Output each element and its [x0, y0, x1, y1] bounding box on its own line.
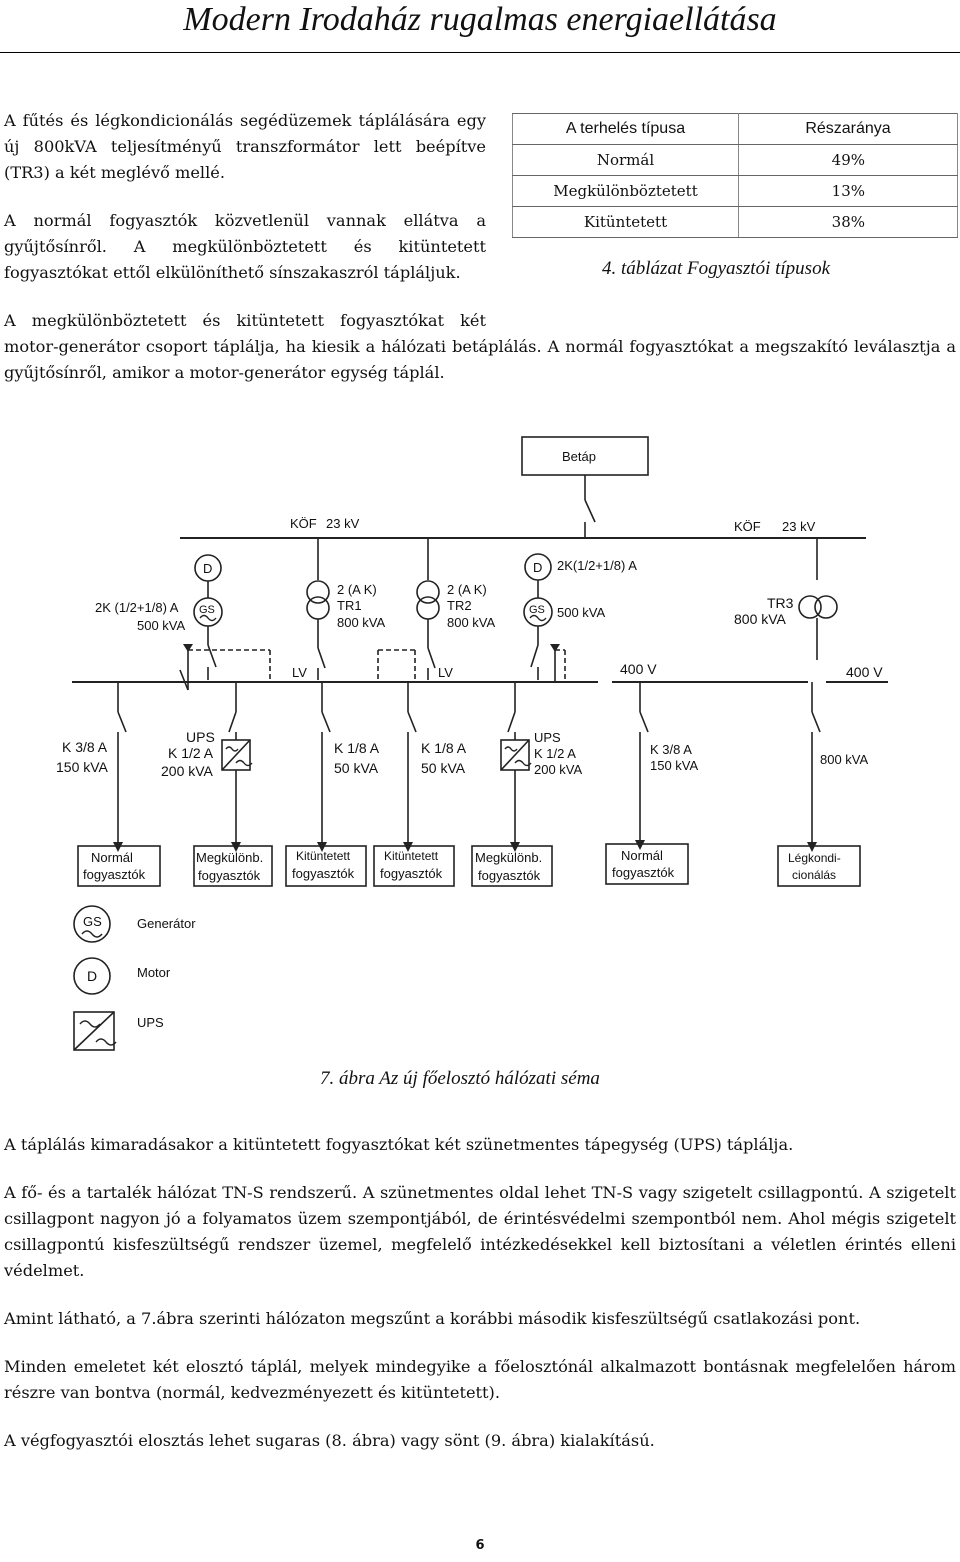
table-row: Normál 49% — [512, 144, 958, 176]
table-caption: 4. táblázat Fogyasztói típusok — [602, 258, 830, 279]
kv-right-label: 23 kV — [782, 519, 816, 534]
table-row: Megkülönböztetett 13% — [512, 175, 958, 207]
ups-symbol-2 — [500, 739, 530, 771]
consumer-4-line2: fogyasztók — [380, 866, 443, 881]
consumer-5-line2: fogyasztók — [478, 868, 541, 883]
consumer-3-line1: Kitüntetett — [296, 849, 351, 863]
consumer-3-line2: fogyasztók — [292, 866, 355, 881]
gen-left-line2: 500 kVA — [137, 618, 186, 633]
lv-label-1: LV — [292, 665, 307, 680]
feeder-4-line2: 50 kVA — [421, 760, 466, 776]
gs-right-label: GS — [529, 604, 545, 616]
feeder-6-line1: K 3/8 A — [650, 742, 692, 757]
figure-caption: 7. ábra Az új főelosztó hálózati séma — [320, 1068, 600, 1089]
gen-left-line1: 2K (1/2+1/8) A — [95, 600, 179, 615]
voltage-label-1: 400 V — [620, 661, 657, 677]
table-header-row: A terhelés típusa Részaránya — [512, 113, 958, 145]
paragraph-3-line-1: A megkülönböztetett és kitüntetett fogya… — [4, 311, 486, 330]
consumer-box-ac — [777, 845, 861, 887]
table-cell: Normál — [512, 144, 739, 176]
feeder-3-line2: 50 kVA — [334, 760, 379, 776]
voltage-label-2: 400 V — [846, 664, 883, 680]
legend-gs-symbol-text: GS — [83, 914, 102, 929]
consumer-box-priority-2 — [373, 845, 455, 887]
table-cell: 49% — [738, 144, 958, 176]
kof-left-label: KÖF — [290, 516, 317, 531]
tr1-line3: 800 kVA — [337, 615, 386, 630]
feeder-1-line2: 150 kVA — [56, 759, 109, 775]
consumer-6-line2: fogyasztók — [612, 865, 675, 880]
consumer-6-line1: Normál — [621, 848, 663, 863]
consumer-box-priority-1 — [285, 845, 367, 887]
consumer-5-line1: Megkülönb. — [475, 850, 542, 865]
feeder-6-line2: 150 kVA — [650, 758, 699, 773]
legend-motor-label: Motor — [137, 965, 171, 980]
paragraph-6: Amint látható, a 7.ábra szerinti hálózat… — [4, 1309, 861, 1328]
feeder-4-line1: K 1/8 A — [421, 740, 467, 756]
tr2-line1: 2 (A K) — [447, 582, 487, 597]
feeder-5-line3: 200 kVA — [534, 762, 583, 777]
feeder-5-line1: UPS — [534, 730, 561, 745]
feeder-2-line3: 200 kVA — [161, 763, 214, 779]
legend-d-symbol-text: D — [87, 968, 97, 984]
network-diagram: Betáp KÖF 23 kV KÖF 23 kV D GS D GS 2K (… — [56, 436, 888, 1051]
title-rule — [0, 52, 960, 53]
consumer-2-line2: fogyasztók — [198, 868, 261, 883]
table-row: Kitüntetett 38% — [512, 206, 958, 238]
consumer-2-line1: Megkülönb. — [196, 850, 263, 865]
legend-ups-label: UPS — [137, 1015, 164, 1030]
betap-label: Betáp — [562, 449, 596, 464]
table-cell: Megkülönböztetett — [512, 175, 739, 207]
paragraph-7: Minden emeletet két elosztó táplál, mely… — [4, 1357, 956, 1402]
consumer-1-line2: fogyasztók — [83, 867, 146, 882]
feeder-5-line2: K 1/2 A — [534, 746, 576, 761]
intro-paragraph-1: A fűtés és légkondicionálás segédüzemek … — [4, 111, 486, 182]
consumer-7-line1: Légkondi- — [788, 851, 841, 865]
ups-symbol-1 — [221, 739, 251, 771]
kv-left-label: 23 kV — [326, 516, 360, 531]
gen-right-line2: 500 kVA — [557, 605, 606, 620]
gen-right-line1: 2K(1/2+1/8) A — [557, 558, 637, 573]
legend-ups-symbol — [73, 1011, 115, 1051]
intro-paragraph-2: A normál fogyasztók közvetlenül vannak e… — [4, 211, 486, 282]
table-cell: 38% — [738, 206, 958, 238]
feeder-7-line1: 800 kVA — [820, 752, 869, 767]
legend-motor-symbol — [73, 957, 111, 995]
paragraph-4: A táplálás kimaradásakor a kitüntetett f… — [4, 1135, 794, 1154]
legend-generator-symbol — [73, 905, 111, 943]
tr3-line1: TR3 — [767, 595, 794, 611]
tr3-line2: 800 kVA — [734, 611, 787, 627]
motor-right-label: D — [533, 560, 542, 575]
tr2-line3: 800 kVA — [447, 615, 496, 630]
gs-left-label: GS — [199, 604, 215, 616]
page-title: Modern Irodaház rugalmas energiaellátása — [183, 1, 777, 38]
feeder-2-line2: K 1/2 A — [168, 745, 214, 761]
consumer-7-line2: cionálás — [792, 868, 836, 882]
kof-right-label: KÖF — [734, 519, 761, 534]
table-header-cell: Részaránya — [738, 113, 958, 145]
table-cell: 13% — [738, 175, 958, 207]
legend-generator-label: Generátor — [137, 916, 196, 931]
paragraph-3: motor-generátor csoport táplálja, ha kie… — [4, 337, 956, 382]
lv-label-2: LV — [438, 665, 453, 680]
consumer-4-line1: Kitüntetett — [384, 849, 439, 863]
paragraph-5: A fő- és a tartalék hálózat TN-S rendsze… — [4, 1183, 956, 1280]
table-header-cell: A terhelés típusa — [512, 113, 739, 145]
feeder-3-line1: K 1/8 A — [334, 740, 380, 756]
consumer-1-line1: Normál — [91, 850, 133, 865]
page-number: 6 — [475, 1538, 485, 1553]
tr2-line2: TR2 — [447, 598, 472, 613]
tr1-line2: TR1 — [337, 598, 362, 613]
feeder-2-line1: UPS — [186, 729, 215, 745]
tr1-line1: 2 (A K) — [337, 582, 377, 597]
motor-left-label: D — [203, 561, 212, 576]
paragraph-8: A végfogyasztói elosztás lehet sugaras (… — [4, 1431, 655, 1450]
table-cell: Kitüntetett — [512, 206, 739, 238]
feeder-1-line1: K 3/8 A — [62, 739, 108, 755]
consumer-type-table: A terhelés típusa Részaránya Normál 49% … — [512, 113, 958, 238]
consumer-box-normal-2 — [605, 843, 689, 885]
